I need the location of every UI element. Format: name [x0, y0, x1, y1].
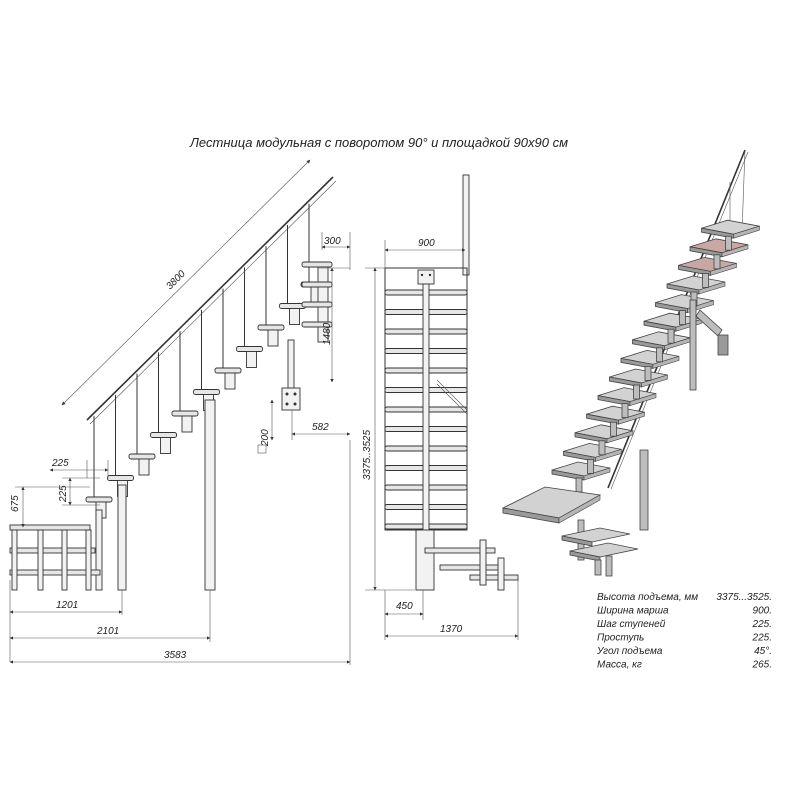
- tread-support: [160, 437, 171, 454]
- drawing-title: Лестница модульная с поворотом 90° и пло…: [189, 135, 568, 150]
- side-tread: [193, 389, 220, 395]
- tread-support: [138, 458, 150, 476]
- wall-bracket: [281, 387, 301, 411]
- side-tread: [301, 301, 333, 308]
- iso-step-support: [621, 403, 629, 419]
- iso-step-side: [595, 448, 622, 462]
- spec-label: Проступь: [597, 633, 644, 644]
- central-column: [204, 399, 216, 591]
- dim-582: 582: [312, 422, 329, 433]
- handrail: [86, 176, 334, 421]
- front-view: 900 3375..3525 450 1370: [362, 174, 519, 640]
- dim-225-horizontal: 225: [51, 458, 69, 469]
- spec-label: Угол подъема: [596, 646, 663, 657]
- dim-675: 675: [10, 495, 21, 512]
- dim-300: 300: [324, 236, 341, 247]
- side-tread: [214, 367, 242, 374]
- dim-450: 450: [396, 601, 413, 612]
- spec-value: 900.: [753, 606, 772, 617]
- iso-step-side: [618, 411, 645, 425]
- spec-table: Высота подъема, мм 3375...3525. Ширина мар…: [596, 592, 772, 671]
- iso-step-support: [575, 477, 583, 493]
- dim-1480: 1480: [322, 322, 333, 345]
- iso-step-support: [679, 310, 686, 326]
- iso-step-support: [587, 458, 594, 474]
- spec-value: 265.: [752, 660, 772, 671]
- iso-step-side: [629, 393, 657, 407]
- iso-step-support: [644, 365, 652, 381]
- tread-support: [317, 306, 329, 323]
- tread-support: [267, 329, 279, 347]
- tread-support: [317, 286, 329, 303]
- iso-step-support: [702, 272, 709, 288]
- spec-label: Ширина марша: [597, 606, 669, 617]
- iso-step-side: [721, 244, 749, 258]
- dim-225-vertical: 225: [58, 485, 69, 503]
- iso-step-side: [583, 467, 611, 481]
- rail-length-label: 3800: [164, 268, 188, 292]
- iso-step-support: [598, 440, 606, 456]
- isometric-view: [501, 149, 760, 577]
- spec-value: 3375...3525.: [716, 592, 772, 603]
- iso-step-support: [667, 328, 675, 344]
- iso-steps: [551, 219, 760, 493]
- tread-support: [289, 308, 300, 325]
- side-tread: [301, 281, 333, 288]
- iso-step-side: [698, 281, 726, 295]
- side-tread: [236, 346, 263, 352]
- dim-1201: 1201: [56, 600, 78, 611]
- spec-value: 225.: [752, 633, 772, 644]
- dim-2101: 2101: [96, 626, 119, 637]
- spec-value: 45°.: [754, 646, 772, 657]
- balusters: [93, 203, 310, 497]
- bottom-landing: [9, 524, 91, 531]
- iso-step-side: [733, 225, 760, 239]
- spec-label: Шаг ступеней: [597, 619, 666, 630]
- side-view: 3800 300 1480 200: [9, 159, 351, 665]
- spec-label: Высота подъема, мм: [597, 592, 698, 603]
- side-tread: [171, 410, 199, 417]
- spec-label: Масса, кг: [597, 660, 642, 671]
- side-tread: [107, 475, 134, 481]
- side-tread: [85, 496, 113, 503]
- tread-support: [224, 372, 236, 390]
- dim-900: 900: [418, 238, 435, 249]
- iso-step-side: [641, 374, 668, 388]
- iso-step-side: [606, 430, 634, 444]
- dim-height-range: 3375..3525: [362, 430, 373, 480]
- rail-length-dimension: [61, 159, 311, 406]
- iso-step-support: [610, 421, 617, 437]
- iso-step-side: [652, 355, 680, 369]
- side-tread: [128, 453, 156, 460]
- iso-step-side: [710, 262, 737, 276]
- front-newel-post: [462, 174, 470, 276]
- tread-support: [246, 351, 257, 368]
- side-tread: [257, 324, 285, 331]
- iso-step-support: [713, 254, 721, 270]
- tread-support: [317, 326, 329, 343]
- dim-200: 200: [260, 429, 271, 447]
- dim-3583: 3583: [164, 650, 187, 661]
- dim-1370: 1370: [440, 624, 463, 635]
- tread-support: [317, 266, 329, 283]
- side-tread: [150, 432, 177, 438]
- spec-value: 225.: [752, 619, 772, 630]
- tread-support: [181, 415, 193, 433]
- side-tread: [301, 261, 333, 268]
- iso-step-support: [633, 384, 640, 400]
- iso-step-support: [656, 347, 663, 363]
- iso-step-support: [725, 235, 732, 251]
